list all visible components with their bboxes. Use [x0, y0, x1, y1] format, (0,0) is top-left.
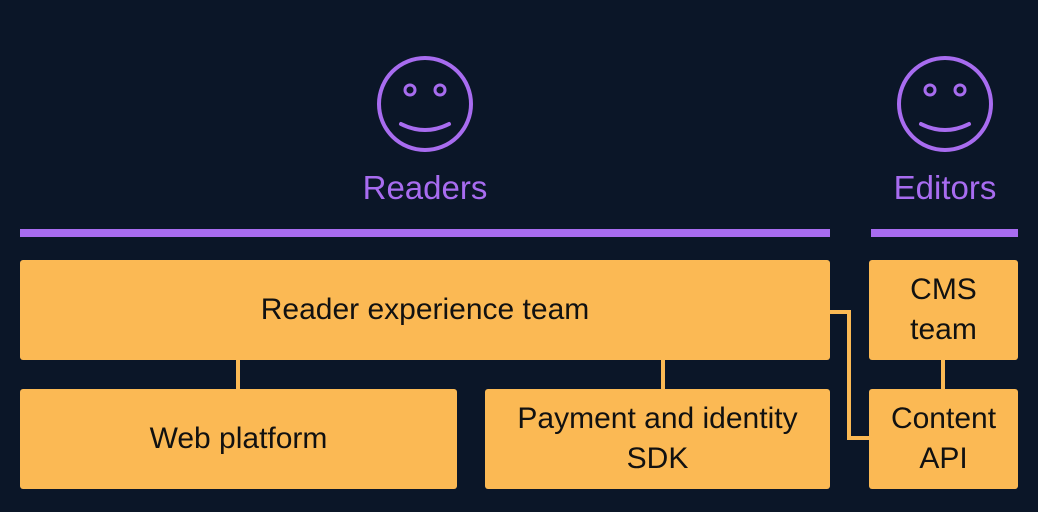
- connector-rx-content-v: [847, 310, 851, 440]
- connector-rx-content-h2: [847, 436, 871, 440]
- readers-divider: [20, 229, 830, 237]
- connector-rx-content-h1: [829, 310, 851, 314]
- connector-cms-content: [941, 360, 945, 390]
- payment-identity-label-line1: Payment and identity: [517, 402, 798, 435]
- cms-team-label-line2: team: [910, 313, 977, 346]
- smiley-face-icon: [377, 56, 473, 152]
- payment-identity-sdk-box[interactable]: Payment and identity SDK: [485, 389, 830, 489]
- persona-label-editors: Editors: [893, 169, 997, 206]
- web-platform-label: Web platform: [149, 422, 328, 455]
- editors-divider: [871, 229, 1018, 237]
- payment-identity-label-line2: SDK: [626, 442, 689, 475]
- reader-experience-team-label: Reader experience team: [260, 293, 590, 326]
- connector-rx-web: [236, 360, 240, 390]
- cms-team-box[interactable]: CMS team: [869, 260, 1018, 360]
- web-platform-box[interactable]: Web platform: [20, 389, 457, 489]
- content-api-label-line1: Content: [890, 402, 997, 435]
- content-api-label-line2: API: [919, 442, 968, 475]
- content-api-box[interactable]: Content API: [869, 389, 1018, 489]
- persona-editors: Editors: [865, 54, 1025, 208]
- reader-experience-team-box[interactable]: Reader experience team: [20, 260, 830, 360]
- cms-team-label-line1: CMS: [910, 273, 977, 306]
- persona-readers: Readers: [325, 54, 525, 208]
- connector-rx-payment: [661, 360, 665, 390]
- smiley-face-icon: [897, 56, 993, 152]
- persona-label-readers: Readers: [362, 169, 488, 206]
